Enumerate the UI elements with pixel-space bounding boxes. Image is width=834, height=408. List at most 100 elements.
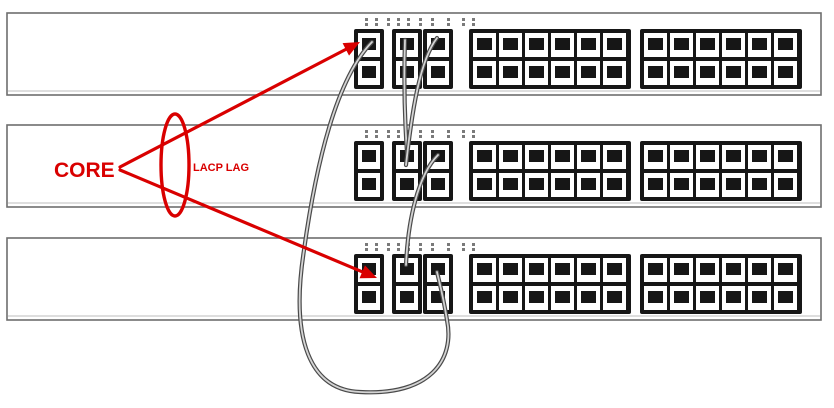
status-led — [375, 248, 378, 251]
port-jack — [726, 66, 741, 78]
status-led — [431, 18, 434, 21]
port-jack — [726, 150, 741, 162]
uplink-port — [354, 254, 384, 314]
port-jack — [674, 263, 689, 275]
switch-1 — [6, 12, 822, 96]
port-jack — [362, 150, 376, 162]
port-jack — [700, 150, 715, 162]
port-jack — [778, 150, 793, 162]
status-led — [447, 135, 450, 138]
port-jack — [674, 291, 689, 303]
status-led — [431, 130, 434, 133]
status-led — [397, 243, 400, 246]
status-led — [472, 248, 475, 251]
status-led — [462, 23, 465, 26]
port-jack — [752, 38, 767, 50]
port-jack — [400, 291, 414, 303]
port-jack — [607, 150, 622, 162]
switch-3 — [6, 237, 822, 321]
stack-cables — [297, 35, 451, 395]
port-jack — [648, 150, 663, 162]
port-jack — [648, 263, 663, 275]
status-led — [397, 18, 400, 21]
port-jack — [726, 38, 741, 50]
port-jack — [529, 263, 544, 275]
port-jack — [581, 291, 596, 303]
cable-core — [403, 39, 408, 153]
status-led — [472, 23, 475, 26]
lacp-lag-label: LACP LAG — [193, 162, 249, 174]
port-jack — [700, 66, 715, 78]
port-jack — [607, 66, 622, 78]
arrowhead — [359, 265, 377, 279]
status-led — [375, 135, 378, 138]
port-jack — [581, 263, 596, 275]
status-led — [365, 18, 368, 21]
port-jack — [778, 178, 793, 190]
port-jack — [400, 263, 414, 275]
port-jack — [778, 291, 793, 303]
status-led — [375, 243, 378, 246]
port-jack — [431, 263, 445, 275]
port-jack — [648, 178, 663, 190]
status-led — [407, 18, 410, 21]
uplink-port — [423, 29, 453, 89]
port-jack — [503, 291, 518, 303]
access-port-group — [469, 254, 631, 314]
port-jack — [503, 178, 518, 190]
status-led — [387, 23, 390, 26]
port-jack — [503, 263, 518, 275]
port-jack — [477, 66, 492, 78]
port-jack — [581, 178, 596, 190]
port-jack — [607, 38, 622, 50]
status-led — [419, 243, 422, 246]
link-line — [118, 168, 364, 274]
switch-stack — [6, 12, 822, 321]
port-jack — [555, 38, 570, 50]
port-jack — [726, 178, 741, 190]
port-jack — [503, 66, 518, 78]
core-links — [118, 42, 377, 279]
status-led — [431, 135, 434, 138]
port-jack — [726, 291, 741, 303]
status-led — [447, 18, 450, 21]
access-port-group — [640, 141, 802, 201]
status-led — [472, 130, 475, 133]
status-led — [431, 23, 434, 26]
port-jack — [362, 291, 376, 303]
status-led — [447, 248, 450, 251]
port-jack — [752, 66, 767, 78]
port-jack — [700, 291, 715, 303]
status-led — [387, 18, 390, 21]
status-led — [375, 130, 378, 133]
status-led — [375, 23, 378, 26]
status-led — [462, 243, 465, 246]
port-jack — [477, 291, 492, 303]
port-jack — [581, 66, 596, 78]
port-jack — [778, 38, 793, 50]
status-led — [365, 130, 368, 133]
status-led — [462, 248, 465, 251]
port-jack — [529, 178, 544, 190]
status-led — [365, 248, 368, 251]
core-label: CORE — [54, 159, 115, 182]
port-jack — [529, 291, 544, 303]
access-port-group — [640, 254, 802, 314]
stack-cable — [297, 39, 451, 395]
status-led — [387, 243, 390, 246]
port-jack — [752, 178, 767, 190]
port-jack — [607, 291, 622, 303]
port-jack — [778, 66, 793, 78]
port-jack — [529, 66, 544, 78]
port-jack — [529, 38, 544, 50]
status-led — [397, 248, 400, 251]
port-jack — [700, 263, 715, 275]
status-led — [472, 243, 475, 246]
port-jack — [400, 66, 414, 78]
port-jack — [700, 178, 715, 190]
link-line — [118, 47, 348, 169]
port-jack — [581, 150, 596, 162]
cable-core — [298, 41, 450, 394]
status-led — [419, 135, 422, 138]
